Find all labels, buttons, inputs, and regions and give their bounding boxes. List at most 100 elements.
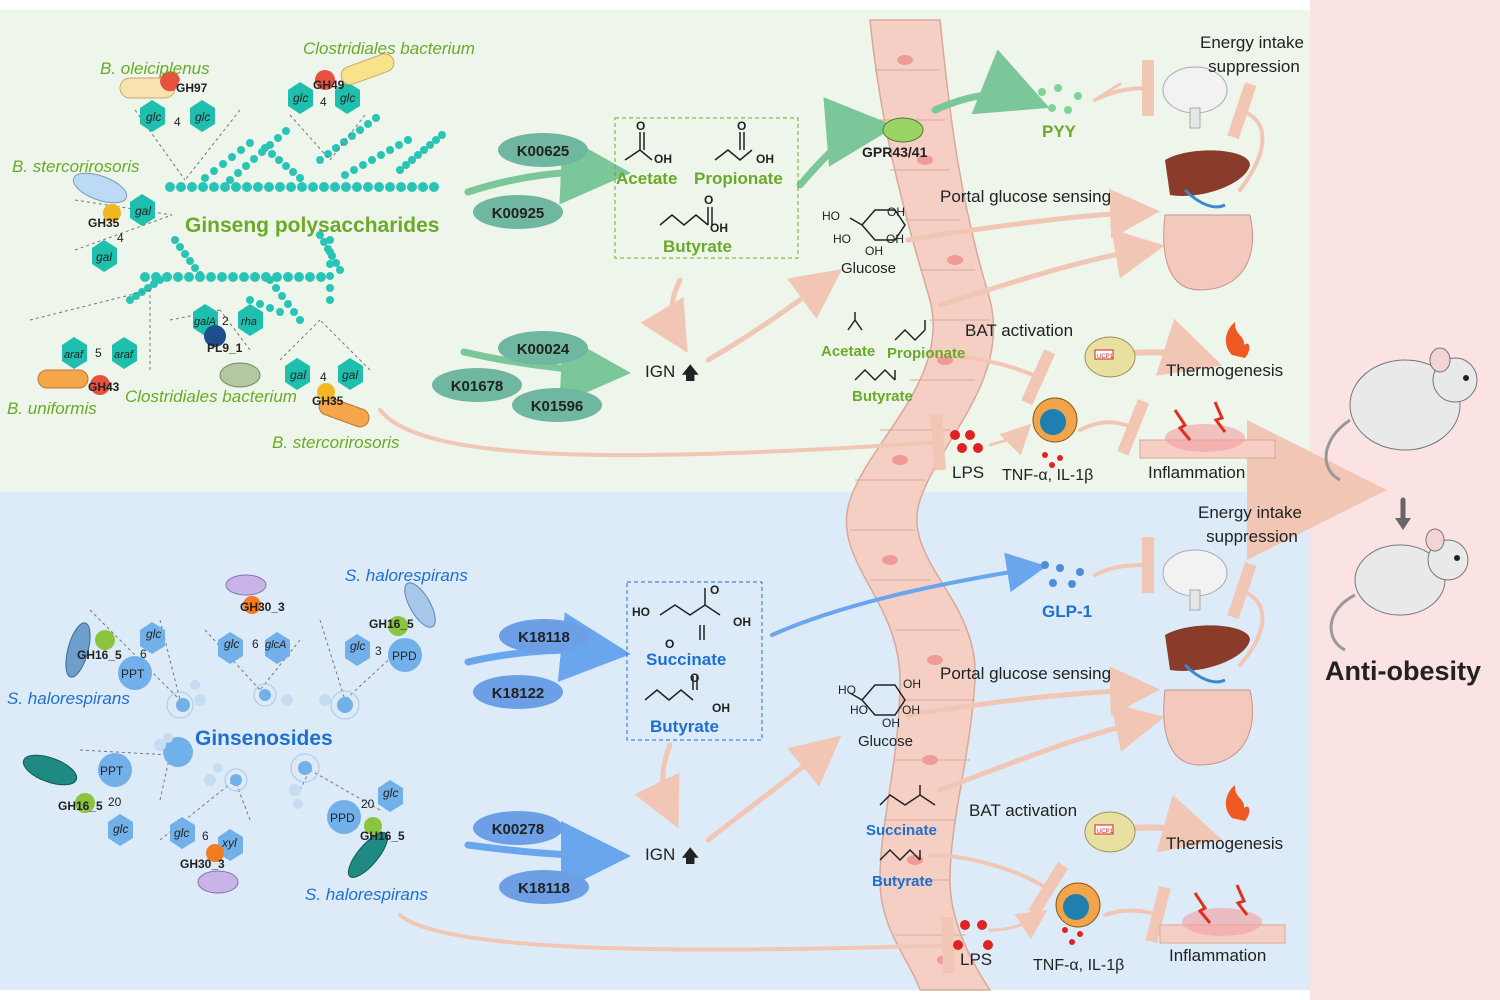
chain-bead: [336, 266, 344, 274]
chain-bead: [162, 272, 172, 282]
chain-bead: [296, 174, 304, 182]
svg-text:O: O: [737, 119, 746, 133]
enzyme-gh97: GH97: [176, 81, 208, 95]
ign-bottom-up-arrow: 🡅: [681, 846, 700, 866]
svg-text:4: 4: [320, 370, 327, 384]
chain-bead: [246, 139, 254, 147]
scfa-butyrate: Butyrate: [663, 237, 732, 256]
svg-text:O: O: [710, 583, 719, 597]
svg-text:HO: HO: [822, 209, 840, 223]
ginsenoside-bubbles: [154, 680, 360, 809]
svg-text:HO: HO: [632, 605, 650, 619]
svg-text:HO: HO: [833, 232, 851, 246]
bat-cell-bottom: [1084, 811, 1136, 853]
ucp-bottom: UCP1: [1097, 829, 1114, 835]
chain-bead: [272, 272, 282, 282]
inflammation-bottom: Inflammation: [1169, 946, 1266, 965]
svg-text:xyl: xyl: [221, 836, 237, 850]
energy-bottom-line1: Energy intake: [1198, 503, 1302, 522]
chain-bead: [372, 114, 380, 122]
chain-bead: [407, 182, 417, 192]
top-bacteria: [37, 53, 395, 428]
svg-text:PPT: PPT: [121, 667, 145, 681]
chain-bead: [126, 296, 134, 304]
enzyme-gh35-a: GH35: [88, 216, 120, 230]
svg-text:araf: araf: [114, 349, 134, 361]
bacterium-stercorirosoris-1: B. stercorirosoris: [12, 157, 140, 176]
svg-text:glc: glc: [146, 627, 161, 641]
glucose-top: Glucose: [841, 260, 896, 277]
chain-bead: [250, 155, 258, 163]
polysaccharide-chain: [126, 114, 446, 324]
chain-bead: [217, 272, 227, 282]
svg-text:O: O: [636, 119, 645, 133]
chain-bead: [429, 182, 439, 192]
chain-bead: [385, 182, 395, 192]
svg-text:OH: OH: [886, 232, 904, 246]
chain-bead: [374, 182, 384, 192]
svg-text:OH: OH: [756, 152, 774, 166]
organs: [1139, 66, 1286, 944]
chain-bead: [140, 272, 150, 282]
hormone-glp1: GLP-1: [1042, 602, 1092, 621]
substrate-ginsenosides: Ginsenosides: [195, 727, 333, 750]
bacterium-clostridiales-1: Clostridiales bacterium: [303, 39, 475, 58]
chain-bead: [250, 272, 260, 282]
svg-text:PPD: PPD: [392, 649, 417, 663]
mouse-lean-icon: [1329, 528, 1469, 652]
bacterium-uniformis: B. uniformis: [7, 399, 97, 418]
chain-bead: [220, 182, 230, 192]
svg-text:glc: glc: [195, 110, 210, 124]
chain-bead: [395, 141, 403, 149]
enzyme-gh16-5-b: GH16_5: [77, 648, 122, 662]
svg-text:gal: gal: [96, 250, 112, 264]
enzyme-pl9-1: PL9_1: [207, 341, 243, 355]
chain-bead: [364, 120, 372, 128]
intestinal-wall: [845, 19, 995, 991]
chem-structures: [624, 132, 936, 862]
chain-bead: [209, 182, 219, 192]
chain-bead: [282, 162, 290, 170]
macrophage-top: [1032, 397, 1078, 443]
bacterium-halorespirans-1: S. halorespirans: [345, 566, 468, 585]
svg-text:OH: OH: [902, 703, 920, 717]
chain-bead: [181, 250, 189, 258]
chain-bead: [297, 182, 307, 192]
portal-bottom: Portal glucose sensing: [940, 664, 1111, 683]
svg-text:glc: glc: [293, 91, 308, 105]
energy-bottom-line2: suppression: [1206, 527, 1298, 546]
chain-bead: [184, 272, 194, 282]
fire-top-icon: [1225, 322, 1250, 358]
ko-k00024: K00024: [517, 341, 570, 358]
chain-bead: [239, 272, 249, 282]
enzyme-gh43: GH43: [88, 380, 120, 394]
chain-bead: [319, 182, 329, 192]
svg-text:glc: glc: [383, 786, 398, 800]
wall-propionate-top: Propionate: [887, 345, 965, 362]
chain-bead: [283, 272, 293, 282]
portal-top: Portal glucose sensing: [940, 187, 1111, 206]
chain-bead: [350, 166, 358, 174]
sugar-araf-b: [112, 337, 137, 369]
chain-bead: [228, 272, 238, 282]
chain-bead: [386, 146, 394, 154]
chain-bead: [286, 182, 296, 192]
ko-k00925: K00925: [492, 205, 545, 222]
cytokines-top: TNF-α, IL-1β: [1002, 467, 1093, 484]
chain-bead: [326, 260, 334, 268]
svg-text:O: O: [704, 193, 713, 207]
chain-bead: [426, 141, 434, 149]
chain-bead: [186, 257, 194, 265]
brain-top-icon: [1162, 66, 1228, 129]
svg-text:gal: gal: [135, 204, 151, 218]
metabolite-succinate: Succinate: [646, 650, 726, 669]
lps-top: LPS: [952, 463, 984, 482]
chain-bead: [356, 126, 364, 134]
chain-bead: [176, 182, 186, 192]
chain-bead: [150, 280, 158, 288]
receptors-cells: [882, 84, 1136, 950]
cytokines-bottom: TNF-α, IL-1β: [1033, 957, 1124, 974]
svg-text:3: 3: [375, 644, 382, 658]
